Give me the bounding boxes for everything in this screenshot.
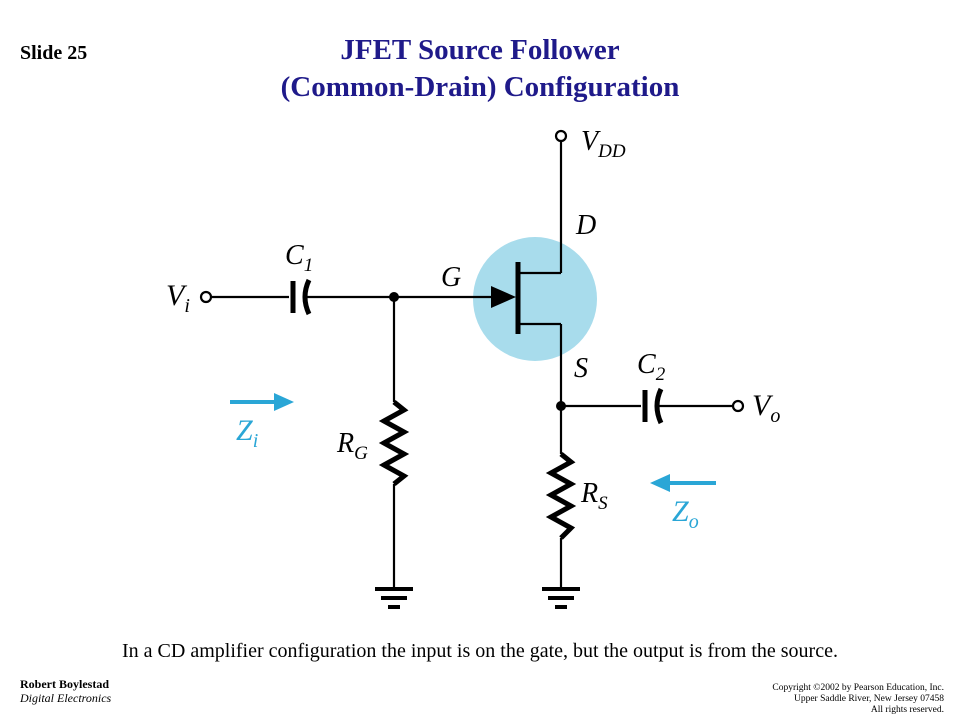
author-name: Robert Boylestad	[20, 677, 109, 691]
vdd-terminal	[554, 129, 568, 143]
junction-source	[556, 401, 566, 411]
title-line-2: (Common-Drain) Configuration	[280, 71, 680, 103]
junction-gate	[389, 292, 399, 302]
author-block: Robert Boylestad Digital Electronics	[20, 677, 111, 705]
zi-arrow-icon	[230, 393, 294, 411]
circuit-diagram: VDD D G S Vi C1 C2 Vo RG RS Zi Zo	[166, 126, 780, 609]
jfet-highlight	[473, 237, 597, 361]
c2-plate-right	[654, 387, 664, 425]
slide-number: Slide 25	[20, 42, 88, 64]
copyright-block: Copyright ©2002 by Pearson Education, In…	[644, 683, 944, 716]
drain-label: D	[575, 210, 596, 241]
gate-arrow-icon	[491, 286, 516, 308]
vdd-label: VDD	[581, 126, 626, 162]
zo-label: Zo	[672, 495, 699, 533]
vo-label: Vo	[752, 389, 780, 427]
c2-label: C2	[637, 349, 666, 385]
rs-label: RS	[580, 478, 608, 514]
zo-arrow-icon	[650, 474, 716, 492]
ground-rs-icon	[542, 587, 580, 609]
c1-label: C1	[285, 240, 313, 276]
copyright-line-1: Copyright ©2002 by Pearson Education, In…	[772, 683, 944, 693]
c1-plate-right	[302, 278, 312, 316]
vi-terminal	[199, 290, 213, 304]
title-line-1: JFET Source Follower	[340, 34, 620, 66]
zi-label: Zi	[236, 414, 258, 452]
rs-resistor	[545, 452, 577, 540]
copyright-line-3: All rights reserved.	[870, 705, 944, 715]
source-label: S	[574, 353, 588, 384]
slide-caption: In a CD amplifier configuration the inpu…	[122, 640, 838, 662]
book-title: Digital Electronics	[20, 691, 112, 705]
slide-title: JFET Source Follower (Common-Drain) Conf…	[200, 32, 760, 106]
rg-resistor	[378, 400, 410, 486]
vi-label: Vi	[166, 279, 190, 317]
vo-terminal	[731, 399, 745, 413]
gate-label: G	[441, 262, 461, 293]
copyright-line-2: Upper Saddle River, New Jersey 07458	[793, 694, 944, 704]
rg-label: RG	[336, 428, 368, 464]
ground-rg-icon	[375, 587, 413, 609]
